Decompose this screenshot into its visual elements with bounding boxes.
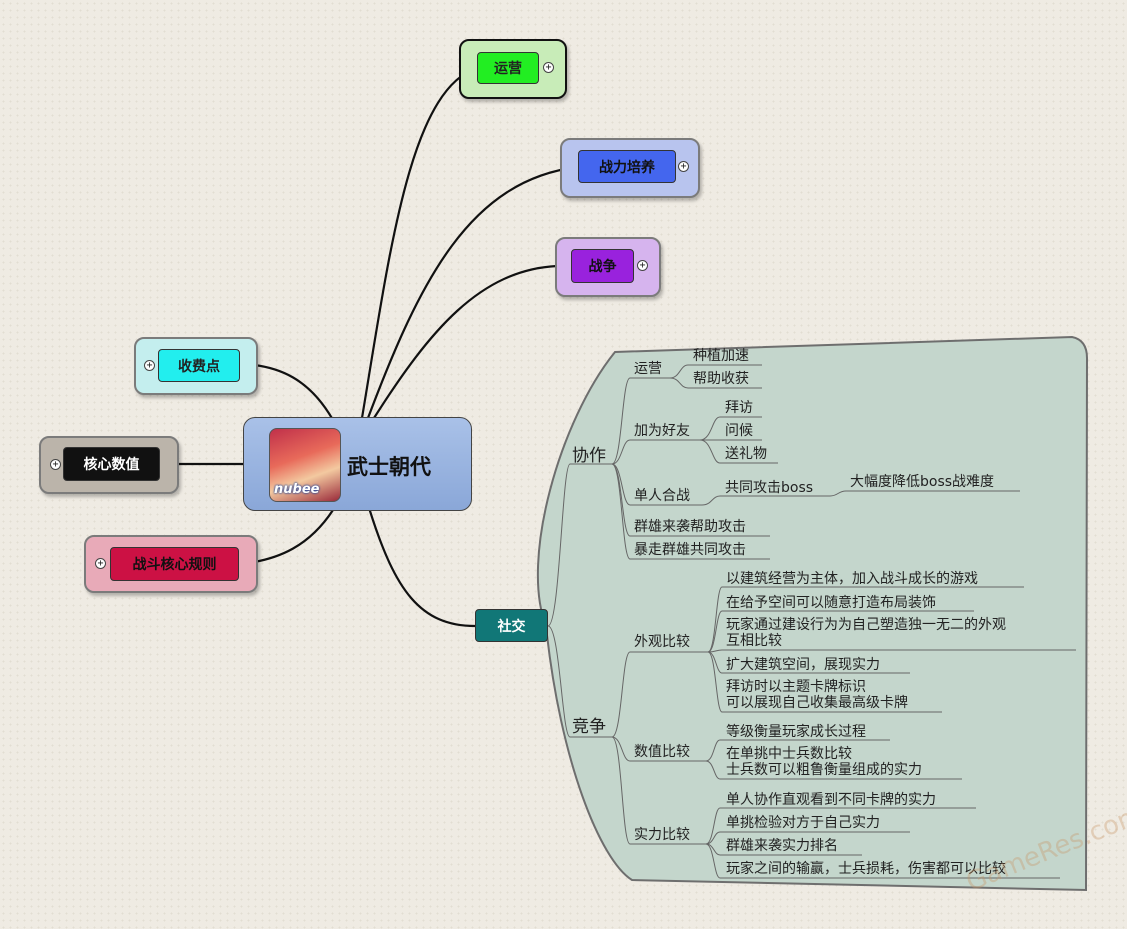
numeric-item[interactable]: 士兵数可以粗鲁衡量组成的实力 (726, 762, 922, 778)
power-expand-icon[interactable]: + (678, 161, 689, 172)
coop-solo-attack[interactable]: 共同攻击boss (725, 480, 814, 496)
combat-node[interactable]: 战斗核心规则 (110, 547, 239, 581)
avatar-brand: nubee (274, 482, 320, 497)
strength-item[interactable]: 玩家之间的输赢，士兵损耗，伤害都可以比较 (726, 861, 1006, 877)
coop-friends-label[interactable]: 加为好友 (634, 423, 690, 439)
link-operate (360, 66, 479, 420)
strength-item[interactable]: 群雄来袭实力排名 (726, 838, 838, 854)
compete-label[interactable]: 竞争 (572, 717, 606, 737)
central-title: 武士朝代 (347, 455, 431, 479)
appearance-label[interactable]: 外观比较 (634, 634, 690, 650)
coop-solo-effect[interactable]: 大幅度降低boss战难度 (850, 474, 995, 490)
war-expand-icon[interactable]: + (637, 260, 648, 271)
coop-raid-attack[interactable]: 暴走群雄共同攻击 (634, 542, 746, 558)
operate-expand-icon[interactable]: + (543, 62, 554, 73)
appearance-item[interactable]: 在给予空间可以随意打造布局装饰 (726, 595, 936, 611)
coop-friends-item[interactable]: 拜访 (725, 400, 753, 416)
coop-raid-help[interactable]: 群雄来袭帮助攻击 (634, 519, 746, 535)
link-social (368, 509, 477, 628)
war-node[interactable]: 战争 (571, 249, 634, 283)
operate-node[interactable]: 运营 (477, 52, 539, 84)
strength-item[interactable]: 单人协作直观看到不同卡牌的实力 (726, 792, 936, 808)
appearance-item[interactable]: 玩家通过建设行为为自己塑造独一无二的外观 (726, 617, 1006, 633)
combat-expand-icon[interactable]: + (95, 558, 106, 569)
appearance-item[interactable]: 拜访时以主题卡牌标识 (726, 679, 866, 695)
numeric-label[interactable]: 数值比较 (634, 744, 690, 760)
coop-friends-item[interactable]: 送礼物 (725, 446, 767, 462)
coop-operate-item[interactable]: 种植加速 (693, 348, 749, 364)
fee-expand-icon[interactable]: + (144, 360, 155, 371)
numeric-item[interactable]: 在单挑中士兵数比较 (726, 746, 852, 762)
appearance-item[interactable]: 可以展现自己收集最高级卡牌 (726, 695, 908, 711)
appearance-item[interactable]: 以建筑经营为主体，加入战斗成长的游戏 (726, 571, 978, 587)
appearance-item[interactable]: 扩大建筑空间，展现实力 (726, 657, 880, 673)
strength-item[interactable]: 单挑检验对方于自己实力 (726, 815, 880, 831)
core-node[interactable]: 核心数值 (63, 447, 160, 481)
fee-node[interactable]: 收费点 (158, 349, 240, 382)
numeric-item[interactable]: 等级衡量玩家成长过程 (726, 724, 866, 740)
appearance-item[interactable]: 互相比较 (726, 633, 782, 649)
coop-label[interactable]: 协作 (572, 446, 606, 466)
central-topic[interactable]: nubee 武士朝代 (243, 417, 472, 511)
coop-operate-label[interactable]: 运营 (634, 361, 662, 377)
link-power (366, 165, 580, 420)
coop-solo-label[interactable]: 单人合战 (634, 488, 690, 504)
strength-label[interactable]: 实力比较 (634, 827, 690, 843)
power-node[interactable]: 战力培养 (578, 150, 676, 183)
coop-operate-item[interactable]: 帮助收获 (693, 371, 749, 387)
core-expand-icon[interactable]: + (50, 459, 61, 470)
coop-friends-item[interactable]: 问候 (725, 423, 753, 439)
link-war (372, 264, 559, 420)
social-node[interactable]: 社交 (475, 609, 548, 642)
game-avatar-icon: nubee (269, 428, 341, 502)
